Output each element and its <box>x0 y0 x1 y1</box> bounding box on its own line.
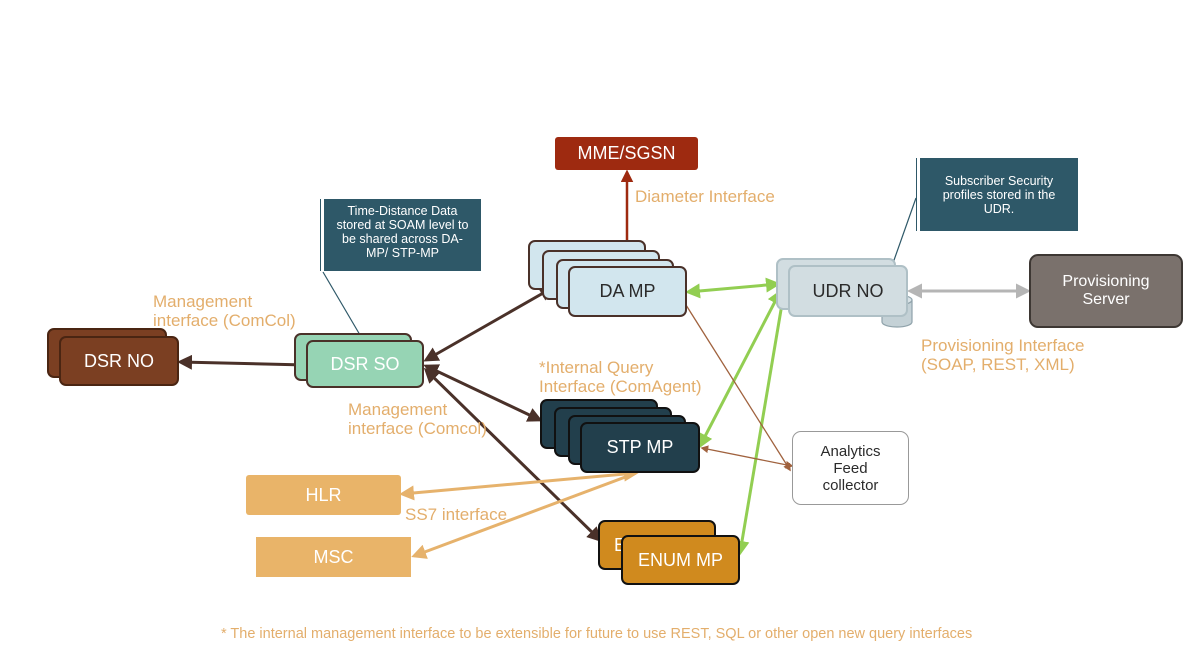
dsr-no-so-link <box>177 354 309 373</box>
da-mp-label: DA MP <box>599 281 656 301</box>
note-subscriber-bar <box>916 158 917 231</box>
provisioning-server-node: Provisioning Server <box>1029 254 1183 328</box>
hlr-label: HLR <box>305 484 342 505</box>
analytics-label: Analytics Feed collector <box>820 442 881 494</box>
ss7-hlr-link <box>399 466 639 501</box>
dsr-no-label: DSR NO <box>83 350 154 371</box>
dsr-so-da-mp-link <box>423 286 555 362</box>
da-mp-udr-link <box>685 277 781 299</box>
note-subscriber-security: Subscriber Security profiles stored in t… <box>920 158 1078 231</box>
diameter-interface-label: Diameter Interface <box>635 187 775 206</box>
note-subscriber-pointer <box>892 197 917 264</box>
mgmt-interface-top-label: Management interface (ComCol) <box>153 292 296 330</box>
msc-node: MSC <box>256 537 411 577</box>
dsr-so-node: DSR SO <box>306 340 424 388</box>
mgmt-interface-bottom-label: Management interface (Comcol) <box>348 400 487 438</box>
hlr-node: HLR <box>246 475 401 515</box>
provisioning-server-label: Provisioning Server <box>1062 273 1150 308</box>
dsr-so-label: DSR SO <box>330 353 400 374</box>
footnote: * The internal management interface to b… <box>221 626 973 642</box>
ss7-interface-label: SS7 interface <box>405 505 508 524</box>
msc-label: MSC <box>313 546 354 567</box>
mme-sgsn-node: MME/SGSN <box>555 137 698 170</box>
provisioning-interface-label: Provisioning Interface (SOAP, REST, XML) <box>921 336 1085 374</box>
enum-mp-label: ENUM MP <box>638 549 723 570</box>
note-time-distance: Time-Distance Data stored at SOAM level … <box>324 199 481 271</box>
udr-no-node: UDR NO <box>788 265 908 317</box>
enum-mp-udr-link <box>734 289 790 556</box>
stp-mp-analytics-link <box>700 445 794 469</box>
dsr-no-node: DSR NO <box>59 336 179 386</box>
stp-mp-node: STP MP <box>580 422 700 473</box>
stp-mp-label: STP MP <box>606 437 674 457</box>
da-mp-node: DA MP <box>568 266 687 317</box>
enum-mp-node: ENUM MP <box>621 535 740 585</box>
mme-sgsn-label: MME/SGSN <box>577 143 676 163</box>
udr-no-label: UDR NO <box>812 280 884 301</box>
internal-query-label: *Internal Query Interface (ComAgent) <box>539 358 702 396</box>
stp-mp-udr-link <box>698 289 782 449</box>
ss7-msc-link <box>411 471 637 559</box>
analytics-feed-collector-node: Analytics Feed collector <box>792 431 909 505</box>
da-mp-analytics-link <box>685 304 791 472</box>
note-time-distance-pointer <box>322 271 361 336</box>
note-time-distance-bar <box>320 199 321 271</box>
dsr-so-enum-mp-link <box>423 367 603 543</box>
